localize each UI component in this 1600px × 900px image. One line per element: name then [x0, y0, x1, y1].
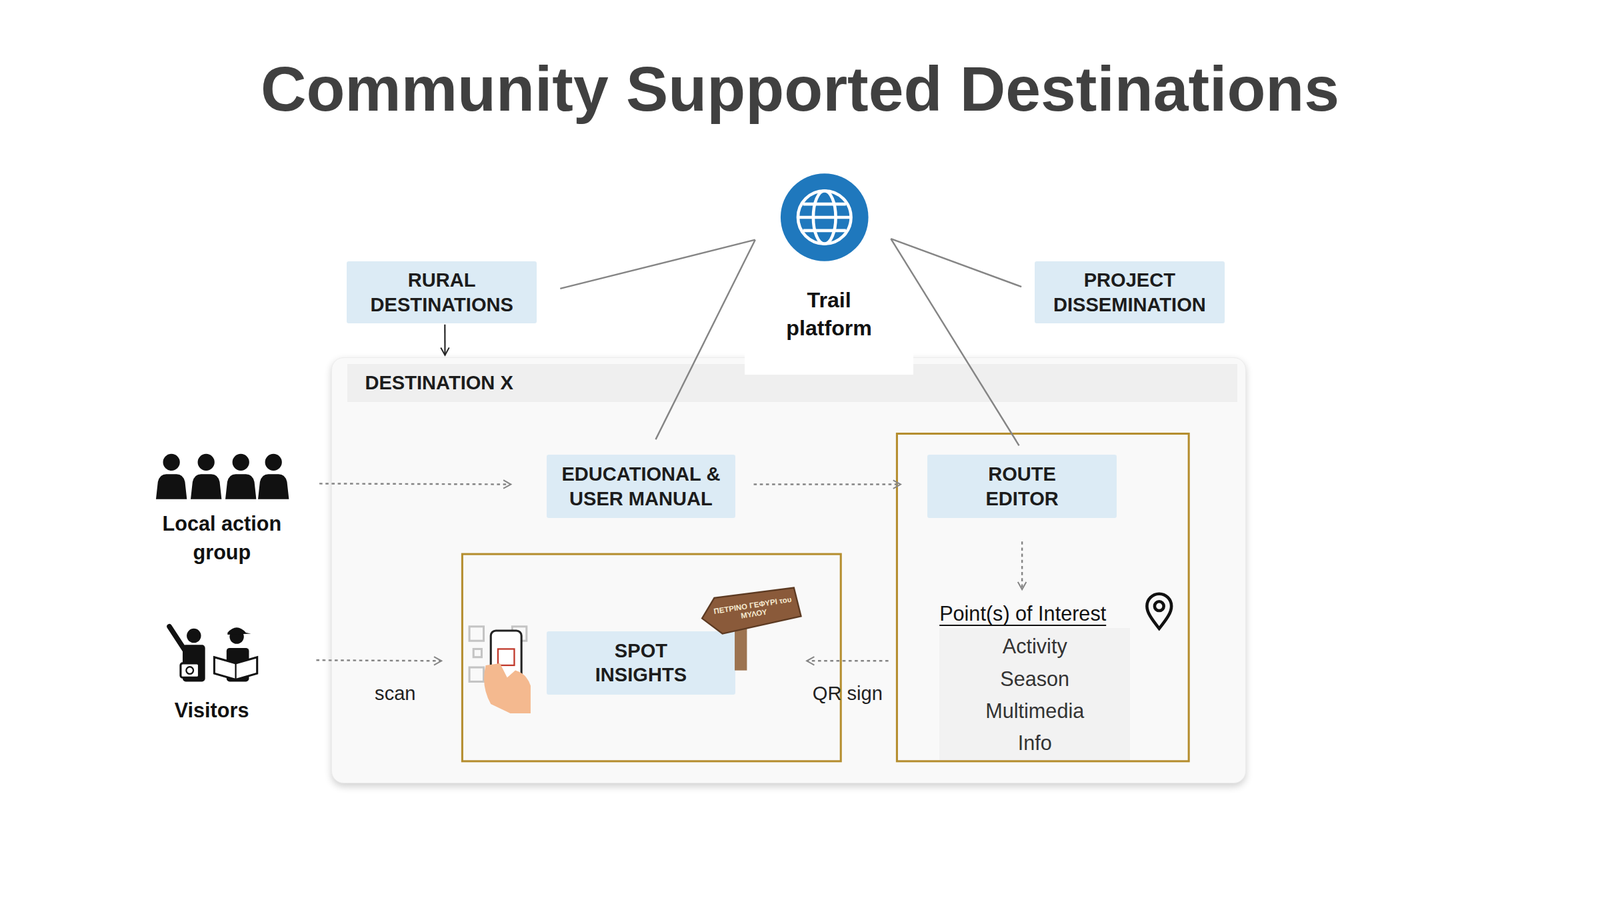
globe-meridian [813, 190, 836, 244]
people-icon [155, 453, 290, 500]
person-body [257, 473, 290, 500]
connector-line [890, 238, 1022, 287]
box-label: PROJECT DISSEMINATION [1042, 268, 1216, 317]
globe-icon [780, 173, 869, 262]
process-box: PROJECT DISSEMINATION [1034, 261, 1225, 324]
dashed-arrow [754, 483, 901, 485]
person-body [190, 473, 223, 500]
person-body [226, 648, 250, 682]
map-fold [234, 663, 236, 680]
globe-lines [798, 190, 852, 244]
list-item: Season [939, 662, 1130, 695]
list-heading: Point(s) of Interest [939, 600, 1106, 628]
person-head [229, 629, 244, 644]
box-label: EDUCATIONAL & USER MANUAL [554, 462, 728, 511]
list-item: Multimedia [939, 694, 1130, 727]
connector-line [560, 240, 755, 289]
globe-latitudes [803, 204, 846, 231]
poi-list: Point(s) of InterestActivitySeasonMultim… [934, 600, 1133, 762]
process-box: ROUTE EDITOR [927, 454, 1118, 518]
globe-equator [798, 216, 852, 220]
actor-group: Visitors [158, 617, 266, 725]
list-item: Activity [939, 630, 1130, 662]
platform-box: Trail platform [744, 284, 914, 375]
connector-line [444, 324, 446, 356]
dashed-arrow [806, 660, 888, 662]
raised-arm [169, 626, 187, 654]
person-body [182, 644, 206, 682]
cap [227, 627, 251, 635]
globe-disc [780, 173, 869, 262]
person-body [224, 473, 258, 500]
list-panel: ActivitySeasonMultimediaInfo [939, 628, 1130, 761]
dashed-arrow [1021, 541, 1023, 590]
edge-label: QR sign [812, 682, 883, 706]
process-box: EDUCATIONAL & USER MANUAL [546, 454, 736, 518]
map [214, 657, 257, 680]
connector-line [890, 238, 1019, 446]
connector-line [656, 240, 756, 440]
globe-outline [798, 190, 852, 244]
destination-panel: DESTINATION XEDUCATIONAL & USER MANUALRO… [331, 357, 1246, 784]
box-label: SPOT INSIGHTS [584, 638, 697, 688]
box-label: RURAL DESTINATIONS [365, 268, 519, 317]
person-head [231, 453, 250, 472]
camera-lens [186, 666, 194, 674]
process-box: SPOT INSIGHTS [546, 631, 736, 695]
diagram-title: Community Supported Destinations [0, 51, 1600, 128]
edge-label: scan [374, 681, 416, 705]
actor-label: Visitors [174, 696, 250, 725]
person-body [155, 473, 188, 500]
person-head [196, 453, 216, 472]
actor-group: Local action group [153, 408, 292, 566]
person-head [186, 628, 201, 643]
visitors-icon [169, 626, 258, 682]
box-label: ROUTE EDITOR [973, 462, 1070, 511]
dashed-arrow [319, 483, 511, 484]
camera [180, 663, 200, 678]
list-item: Info [939, 726, 1130, 759]
dashed-arrow [316, 660, 442, 661]
person-head [162, 453, 181, 472]
process-box: RURAL DESTINATIONS [346, 261, 537, 324]
platform-label: Trail platform [778, 286, 880, 344]
actor-label: Local action group [153, 509, 292, 567]
person-head [264, 453, 283, 472]
